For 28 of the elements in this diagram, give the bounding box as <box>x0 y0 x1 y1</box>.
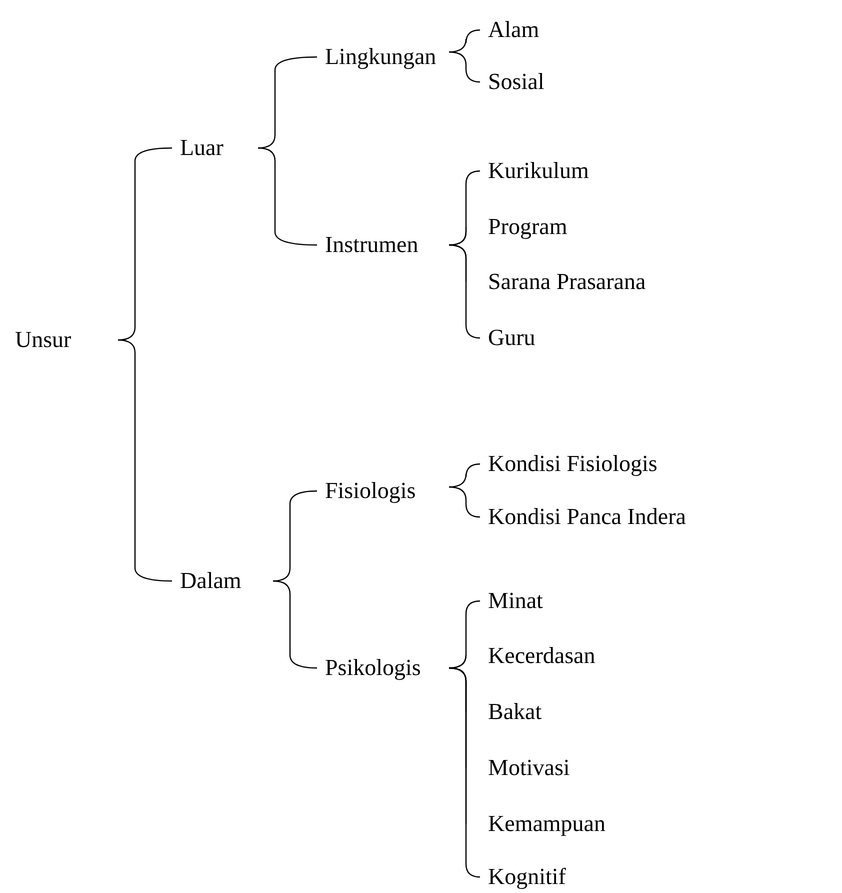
node-label: Sarana Prasarana <box>488 268 646 296</box>
brace-connector <box>448 51 480 83</box>
node-label: Minat <box>488 587 543 615</box>
node-label: Kondisi Fisiologis <box>488 450 658 478</box>
node-label: Kecerdasan <box>488 642 596 670</box>
node-label: Fisiologis <box>325 477 416 505</box>
node-label: Guru <box>488 324 536 352</box>
node-label: Lingkungan <box>325 43 436 71</box>
brace-connector <box>448 486 480 518</box>
node-label: Kognitif <box>488 863 566 891</box>
node-label: Alam <box>488 16 540 44</box>
node-label: Kondisi Panca Indera <box>488 503 686 531</box>
node-label: Program <box>488 213 568 241</box>
node-label: Instrumen <box>325 231 418 259</box>
node-label: Unsur <box>15 326 72 354</box>
node-label: Motivasi <box>488 754 570 782</box>
node-label: Bakat <box>488 698 542 726</box>
brace-connector <box>448 244 480 339</box>
brace-connector <box>272 580 318 669</box>
brace-connector <box>118 339 172 582</box>
node-label: Luar <box>180 134 224 162</box>
node-label: Sosial <box>488 68 544 96</box>
node-label: Kemampuan <box>488 810 606 838</box>
node-label: Dalam <box>180 567 242 595</box>
brace-connector <box>258 147 317 246</box>
brace-connector <box>448 667 480 878</box>
node-label: Psikologis <box>325 654 421 682</box>
node-label: Kurikulum <box>488 157 589 185</box>
